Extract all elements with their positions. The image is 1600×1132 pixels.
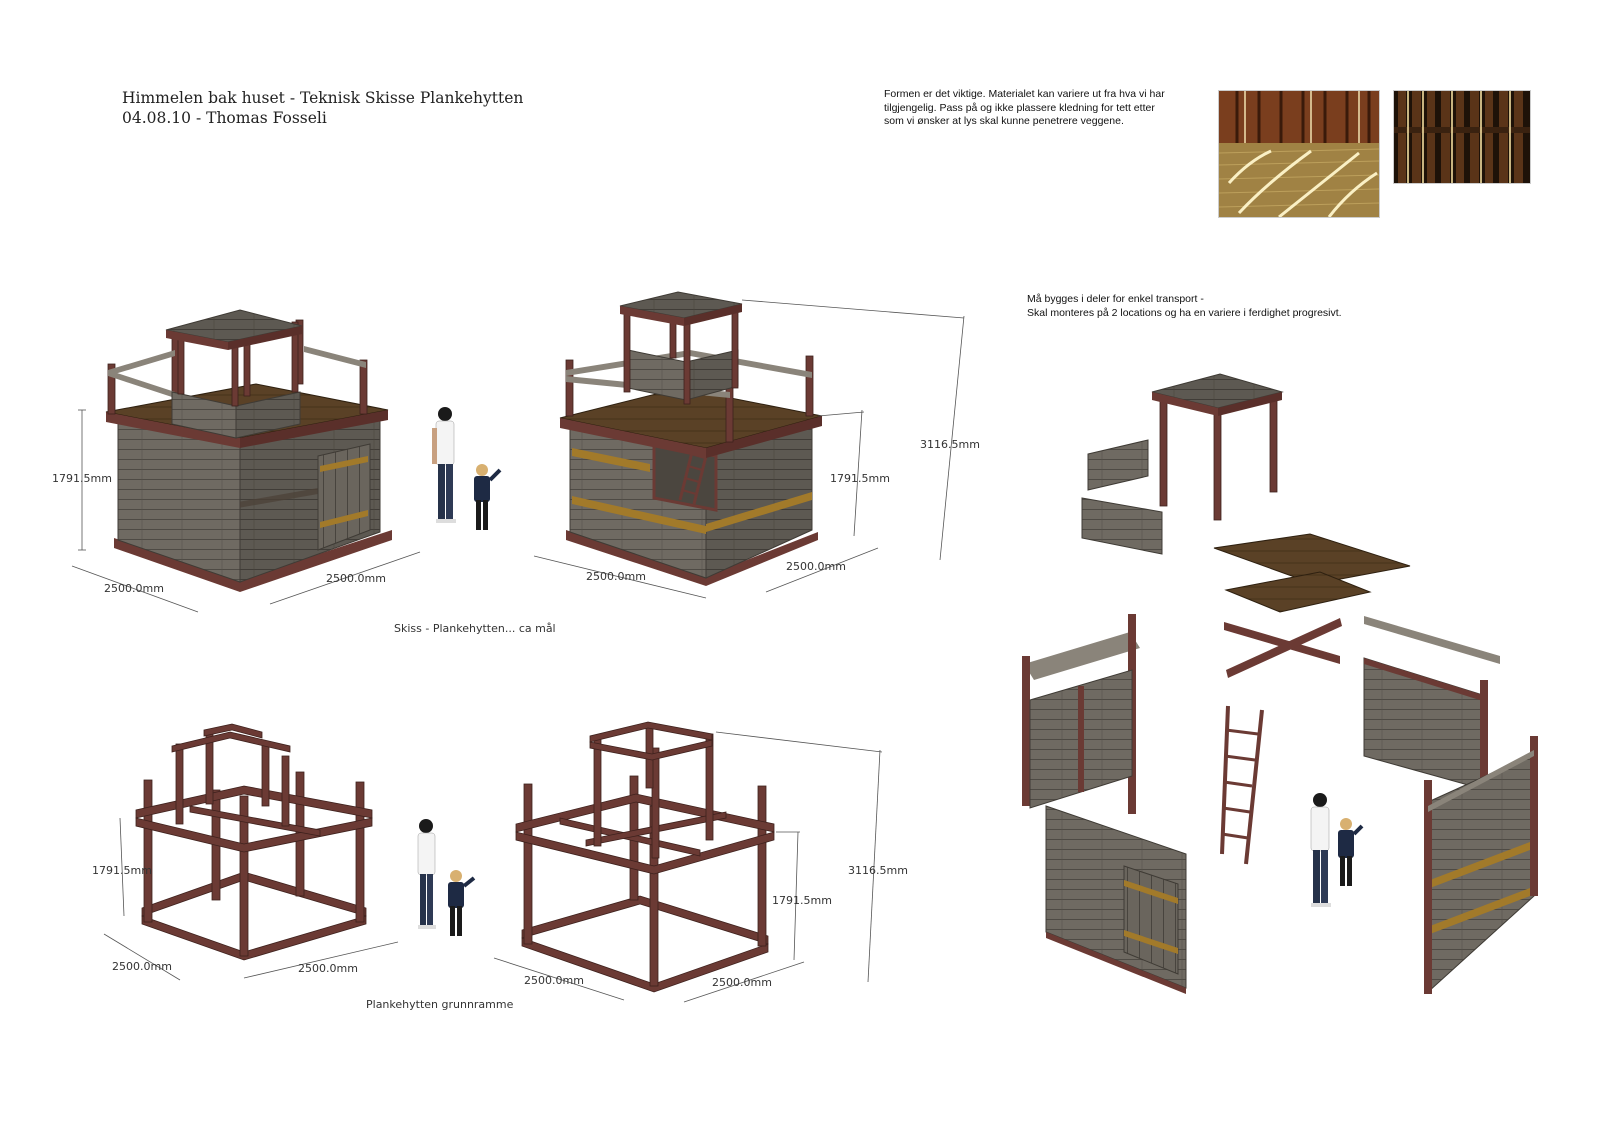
cabin2-width-right-label: 2500.0mm (786, 560, 846, 573)
exploded-panel-small-1 (1087, 439, 1149, 491)
frame2-width-left-label: 2500.0mm (524, 974, 584, 987)
cabin2-width-left-label: 2500.0mm (586, 570, 646, 583)
material-note: Formen er det viktige. Materialet kan va… (884, 88, 1165, 127)
title-line-2: 04.08.10 - Thomas Fosseli (122, 109, 327, 127)
frame2-width-right-label: 2500.0mm (712, 976, 772, 989)
cabin2-total-height-label: 3116.5mm (920, 438, 980, 451)
scale-figure-child-3 (1338, 818, 1364, 886)
cabin1-door-brace-top (320, 456, 368, 472)
exploded-assembly-view (1022, 373, 1538, 994)
frame1-height-label: 1791.5mm (92, 864, 152, 877)
cabin1-width-left-label: 2500.0mm (104, 582, 164, 595)
cabin-view-front-right (559, 291, 823, 586)
scale-figure-adult-3 (1310, 793, 1331, 907)
caption-frame: Plankehytten grunnramme (366, 998, 514, 1011)
frame1-width-left-label: 2500.0mm (112, 960, 172, 973)
cabin2-height-label: 1791.5mm (830, 472, 890, 485)
frame2-dimension-lines (493, 731, 883, 1003)
frame1-width-right-label: 2500.0mm (298, 962, 358, 975)
cabin-view-front-left (105, 309, 392, 592)
frame2-total-height-label: 3116.5mm (848, 864, 908, 877)
frame2-height-label: 1791.5mm (772, 894, 832, 907)
scale-figure-child-1 (474, 464, 502, 530)
exploded-floor-1 (1213, 533, 1411, 585)
scale-figure-adult-2 (417, 819, 436, 929)
exploded-rail-left (1024, 632, 1140, 680)
drawing-title: Himmelen bak huset - Teknisk Skisse Plan… (122, 88, 523, 128)
frame-view-front-right (515, 721, 775, 993)
exploded-floor-2 (1224, 571, 1372, 613)
scale-figure-adult-1 (432, 407, 456, 523)
cabin1-door-brace-bottom (320, 510, 368, 528)
cabin2-dimension-lines (533, 299, 965, 599)
scale-figure-child-2 (448, 870, 476, 936)
exploded-panel-small-2 (1081, 497, 1163, 555)
cabin1-height-label: 1791.5mm (52, 472, 112, 485)
transport-note: Må bygges i deler for enkel transport - … (1027, 293, 1342, 319)
reference-photo-hay-barn (1218, 90, 1380, 218)
frame1-dimension-lines (103, 817, 399, 981)
reference-photo-plank-wall (1393, 90, 1531, 184)
caption-sketch: Skiss - Plankehytten... ca mål (394, 622, 556, 635)
cabin1-dimension-lines (71, 409, 421, 613)
exploded-wall-right-front (1427, 753, 1535, 994)
cabin1-width-right-label: 2500.0mm (326, 572, 386, 585)
title-line-1: Himmelen bak huset - Teknisk Skisse Plan… (122, 89, 524, 107)
frame-view-front-left (135, 723, 373, 961)
cabin1-base-beam (114, 530, 392, 592)
